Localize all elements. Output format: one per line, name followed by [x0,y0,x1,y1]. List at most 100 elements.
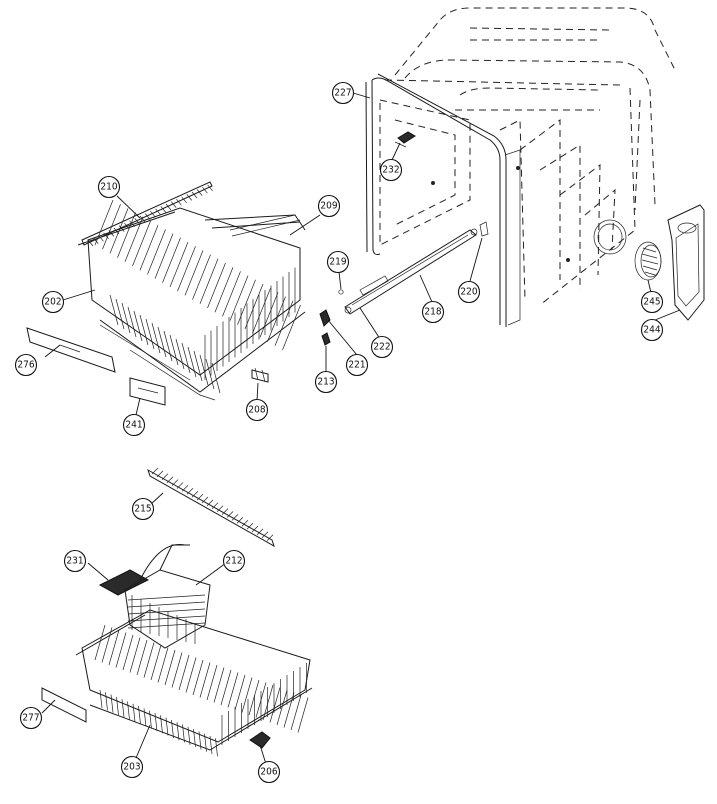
wire [201,496,209,504]
wire [139,314,149,346]
wire [229,275,249,321]
wire [216,505,224,512]
wire [186,194,193,201]
detergent-clip [394,131,416,148]
wire [154,712,158,732]
wire [127,615,206,622]
svg-text:277: 277 [22,713,39,724]
wire [133,310,143,342]
svg-text:208: 208 [248,405,265,416]
wire [109,294,119,326]
wire [127,594,206,601]
wire [99,689,103,709]
wire [108,629,120,666]
wire [160,206,167,213]
wire [244,283,264,330]
wire [196,493,204,501]
wire [220,669,232,706]
wire [207,184,213,192]
callout-241: 241 [122,413,146,437]
wire [166,476,174,483]
wire [150,644,162,681]
wire [129,220,135,228]
wire [124,222,130,230]
wire [156,470,164,478]
wire [94,624,106,661]
svg-text:222: 222 [373,342,390,353]
wire [129,637,141,673]
wire [127,601,206,608]
wire [121,302,131,334]
callout-222: 222 [370,335,394,359]
wire [165,203,172,211]
wire [105,692,108,711]
wire [171,479,179,486]
wire [110,694,114,713]
svg-text:206: 206 [260,767,277,778]
wire [175,338,185,370]
wire [221,508,229,515]
wire [163,330,173,362]
wire [283,692,295,728]
wire [274,300,294,346]
callout-219: 219 [326,250,350,274]
wire [139,225,159,271]
wire [113,227,120,235]
wire [187,346,197,378]
callout-212: 212 [222,549,246,573]
wire [267,296,286,342]
wire [116,696,119,715]
wire [92,237,99,244]
wire [109,208,129,254]
wire [103,232,109,240]
wire [259,292,279,338]
callout-210: 210 [97,175,121,199]
wire [176,722,180,741]
wire [241,677,253,713]
wire [192,254,211,300]
svg-text:241: 241 [125,420,142,431]
wire [204,733,207,752]
wire [231,514,239,521]
callout-208: 208 [245,398,269,422]
wire [181,196,187,204]
wire [94,199,114,246]
wire [237,279,256,325]
svg-text:213: 213 [317,377,334,388]
wire [127,608,206,615]
rack-wheel [249,731,271,749]
callout-231: 231 [63,549,87,573]
callout-277: 277 [19,706,43,730]
wire [256,528,264,536]
wire [297,697,309,733]
wire [207,262,226,309]
wire [139,215,146,223]
callout-213: 213 [314,370,338,394]
rack-label [129,377,166,406]
wire [209,735,213,755]
svg-text:219: 219 [329,257,346,268]
wire [187,726,191,745]
wire [162,237,181,283]
callout-206: 206 [257,760,281,784]
wire [157,326,167,358]
wire [98,234,104,242]
wire [127,622,206,629]
wire [276,689,288,726]
wire [134,218,141,225]
callout-209: 209 [317,194,341,218]
wire [262,684,274,721]
wire [192,659,204,696]
wire [176,482,184,489]
callout-232: 232 [379,158,403,182]
wire [138,706,141,725]
svg-text:244: 244 [643,325,660,336]
wire [136,639,148,676]
wire [176,198,182,206]
wire [122,634,134,671]
wire [215,738,218,757]
wire [149,710,152,729]
svg-text:220: 220 [460,287,477,298]
lower-tine-strip [147,467,275,548]
